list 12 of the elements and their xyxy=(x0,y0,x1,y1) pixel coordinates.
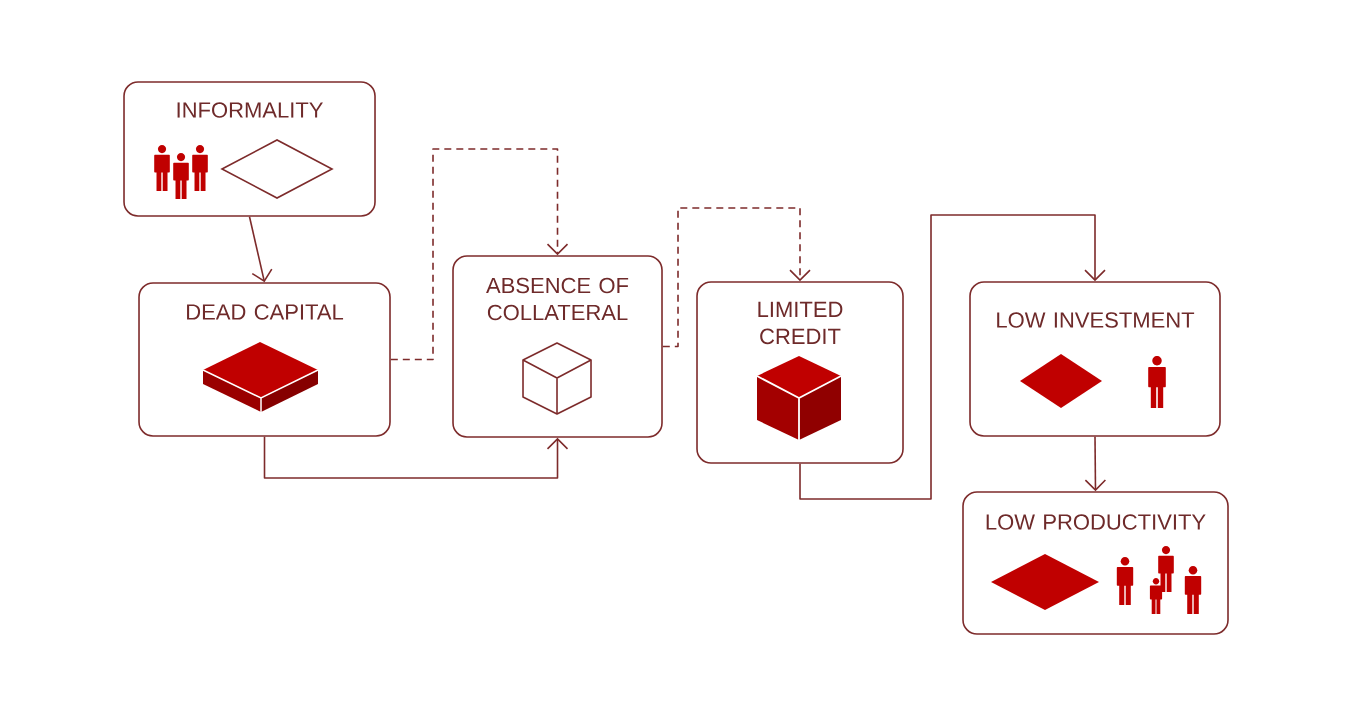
process-box: ABSENCE OF COLLATERAL xyxy=(452,255,663,438)
process-box: LOW PRODUCTIVITY xyxy=(962,491,1229,635)
arrow xyxy=(248,216,273,283)
arrow xyxy=(799,214,1106,500)
arrow xyxy=(662,207,811,348)
process-box: LOW INVESTMENT xyxy=(969,281,1221,437)
process-box: INFORMALITY xyxy=(123,81,376,217)
process-box: DEAD CAPITAL xyxy=(138,282,391,437)
process-box: LIMITED CREDIT xyxy=(696,281,904,464)
arrow xyxy=(1084,436,1107,492)
arrow xyxy=(263,436,569,479)
arrow xyxy=(390,148,569,361)
